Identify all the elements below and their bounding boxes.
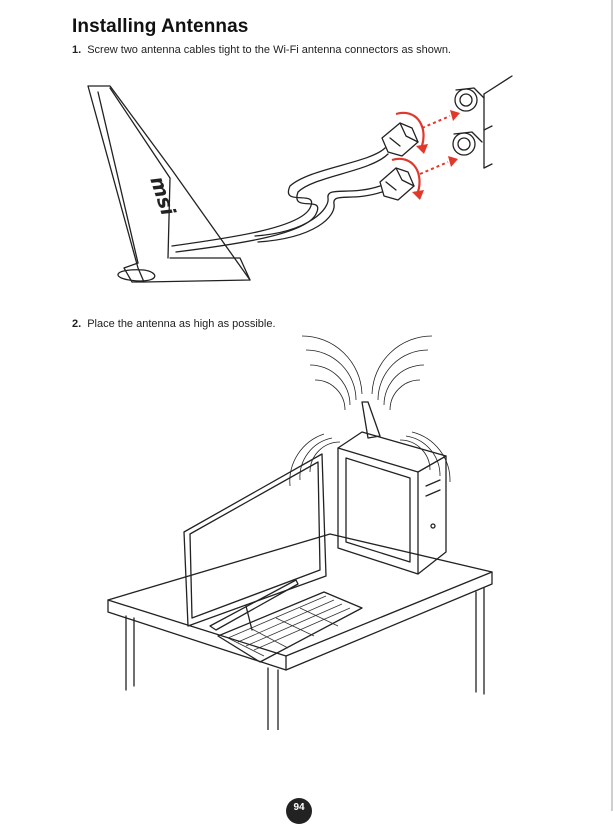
page-number: 94 (286, 798, 312, 824)
rotate-arrowheads (412, 144, 428, 200)
step-1-text: Screw two antenna cables tight to the Wi… (87, 44, 451, 56)
rotate-arrows (392, 113, 424, 192)
antenna-connection-illustration: msi (80, 68, 520, 290)
io-panel (484, 76, 512, 168)
wifi-port-bottom (453, 132, 482, 155)
step-1: 1. Screw two antenna cables tight to the… (72, 44, 451, 56)
antenna-logo: msi (145, 173, 180, 219)
signal-waves (290, 336, 450, 486)
desk (108, 534, 492, 730)
step-1-number: 1. (72, 44, 81, 56)
antenna-base-cable (118, 270, 155, 281)
wifi-port-top (455, 88, 484, 111)
antenna-body: msi (88, 86, 250, 282)
page-title: Installing Antennas (72, 16, 248, 38)
pc-tower (338, 432, 446, 574)
step-2-text: Place the antenna as high as possible. (87, 318, 275, 330)
keyboard (218, 592, 362, 662)
cable-connector-bottom (380, 168, 414, 200)
step-2: 2. Place the antenna as high as possible… (72, 318, 276, 330)
cable-connector-top (382, 123, 418, 156)
antenna-cables (172, 148, 388, 252)
step-2-number: 2. (72, 318, 81, 330)
antenna-placement-illustration (100, 330, 500, 730)
